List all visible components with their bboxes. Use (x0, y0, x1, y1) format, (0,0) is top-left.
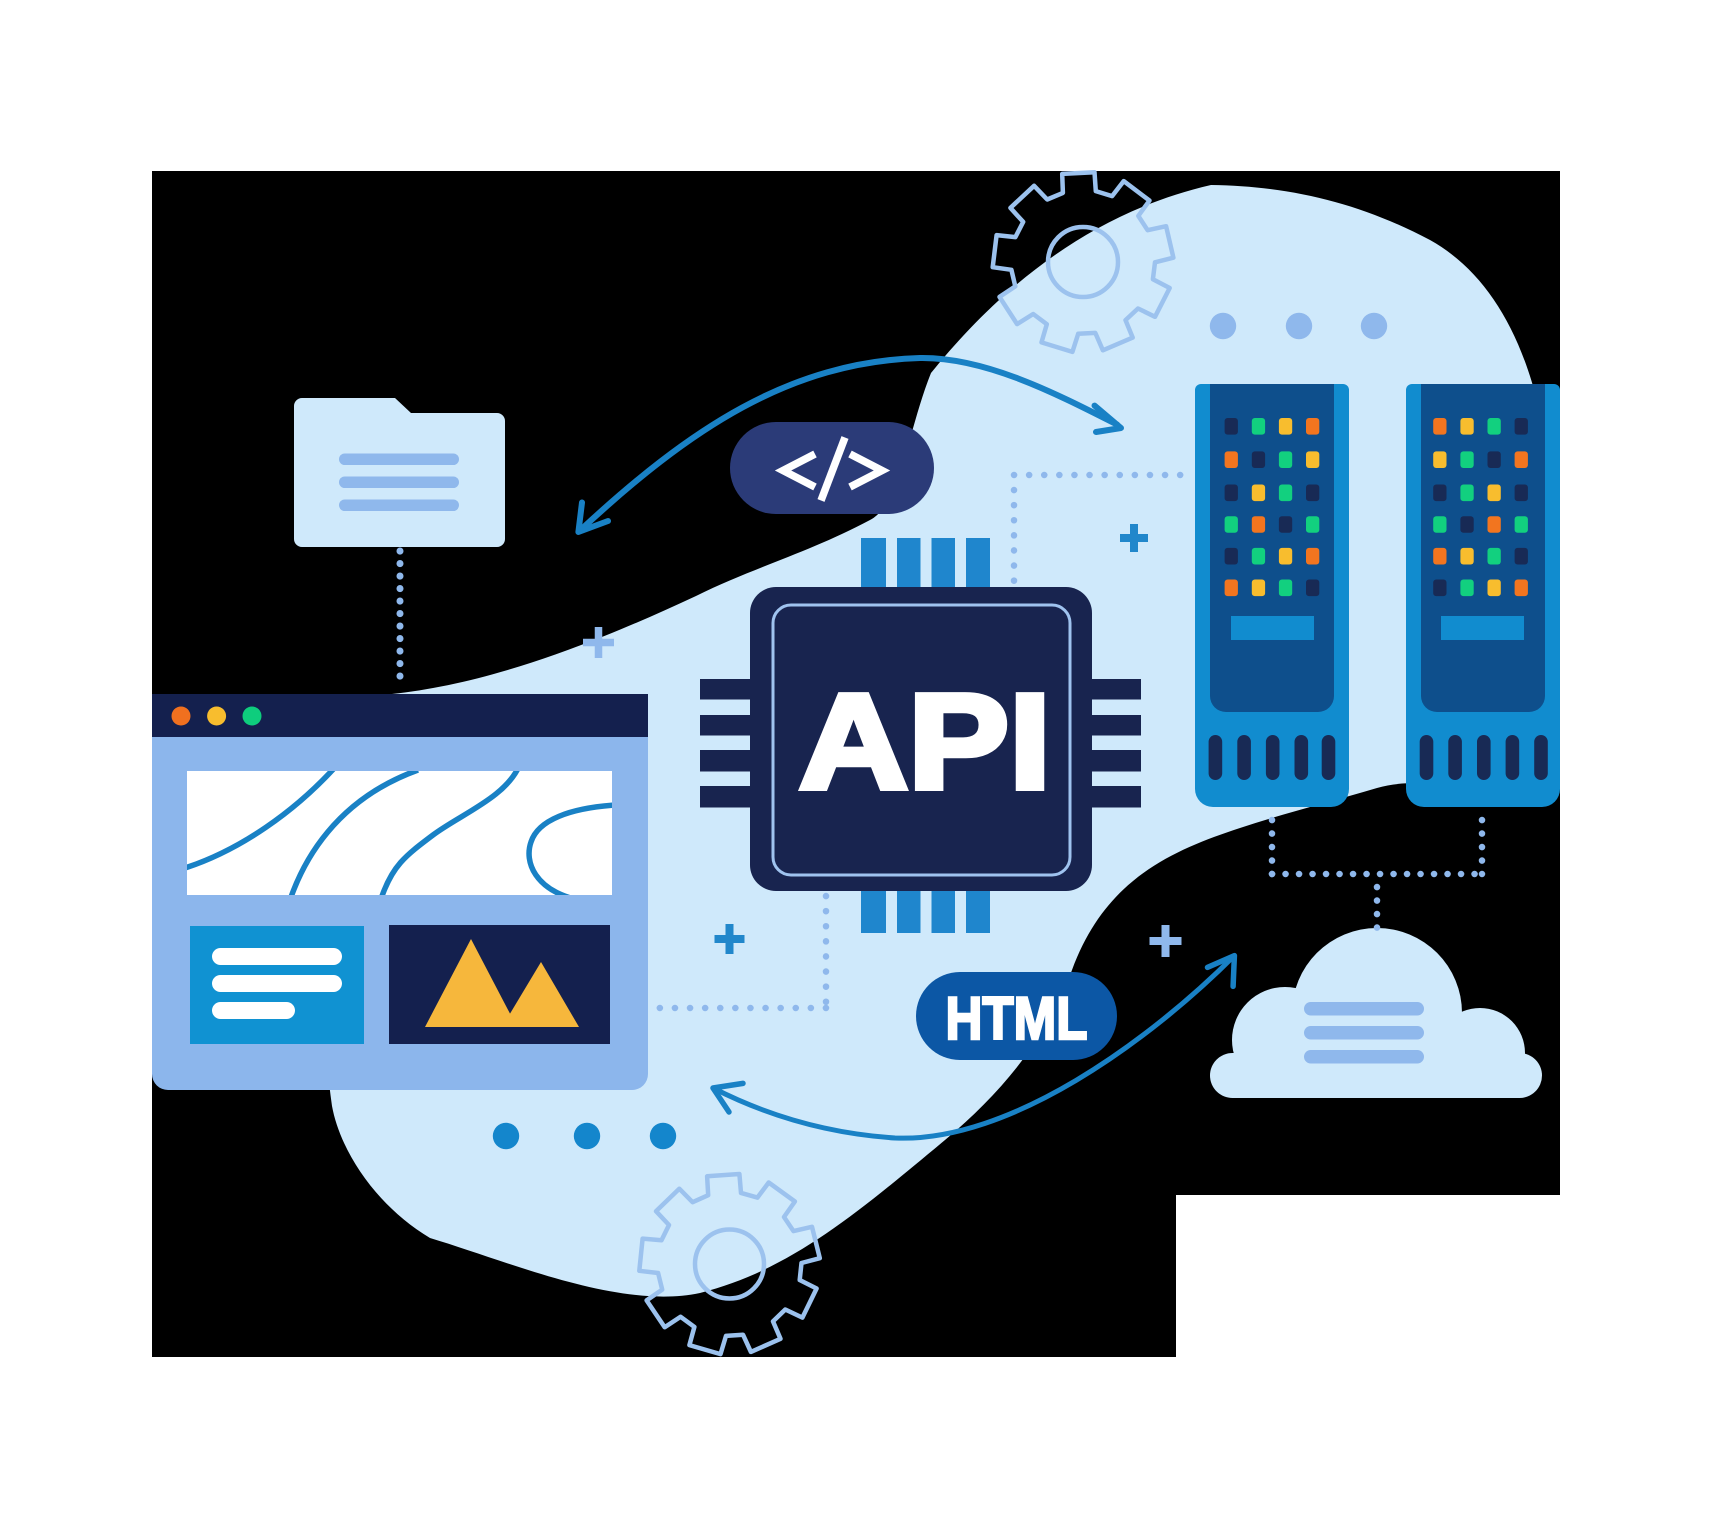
svg-text:API: API (799, 666, 1051, 817)
svg-text:HTML: HTML (946, 985, 1088, 1052)
